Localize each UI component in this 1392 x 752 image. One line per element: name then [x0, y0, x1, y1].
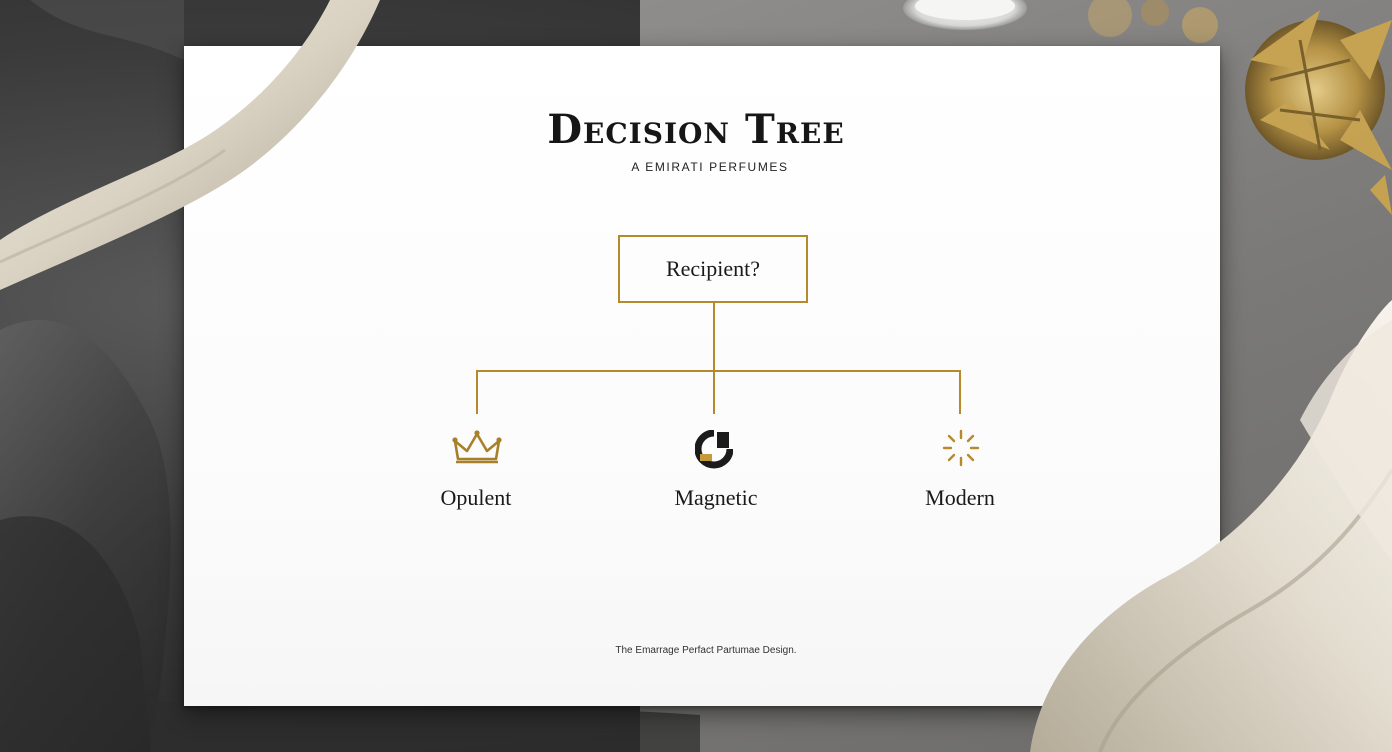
- branch-label-opulent: Opulent: [440, 485, 512, 510]
- gold-flower: [1088, 0, 1392, 215]
- sparkle-burst-icon: [942, 429, 980, 467]
- fabric-fold: [150, 700, 700, 752]
- fabric-fold: [0, 516, 150, 752]
- diagram-subtitle: A EMIRATI PERFUMES: [631, 160, 789, 174]
- root-node-label: Recipient?: [665, 256, 761, 281]
- crown-icon: [452, 430, 502, 464]
- footer-caption: The Emarrage Perfact Partumae Design.: [615, 645, 797, 656]
- root-node: Recipient?: [618, 235, 808, 303]
- diagram-title: Decision Tree: [547, 106, 845, 153]
- branch-label-magnetic: Magnetic: [674, 485, 758, 510]
- magnet-icon: [695, 430, 733, 469]
- branch-label-modern: Modern: [925, 485, 995, 510]
